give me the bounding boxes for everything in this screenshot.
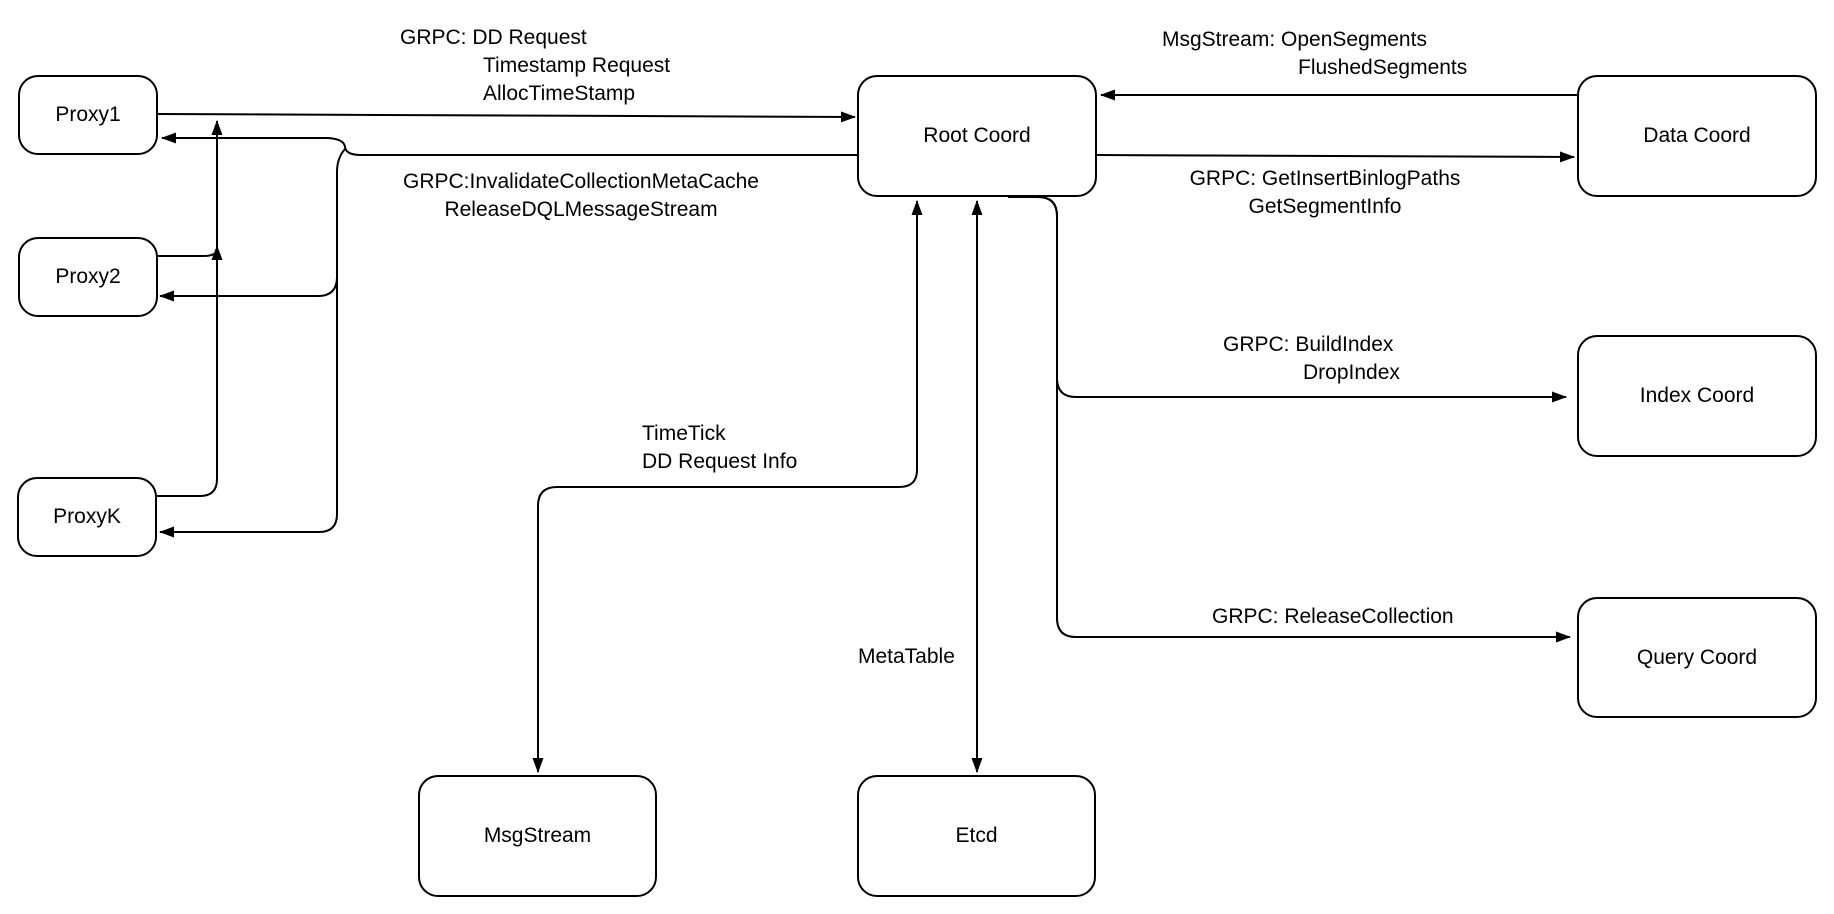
edge-label-metatable: MetaTable [858,643,955,671]
edge-label-line: FlushedSegments [1298,56,1468,79]
node-proxyk: ProxyK [17,477,157,557]
edge-label-line: ReleaseDQLMessageStream [444,198,718,221]
edge-label-grpc-build-index: GRPC: BuildIndex DropIndex [1223,331,1400,387]
node-msgstream-label: MsgStream [483,824,592,847]
edge-label-line: MsgStream: OpenSegments [1162,28,1427,51]
node-data-coord: Data Coord [1577,75,1817,197]
edge-root-coord-to-proxy2 [159,276,338,302]
edge-label-line: DropIndex [1303,361,1400,384]
edge-label-line: Timestamp Request [483,54,671,77]
edge-label-timetick: TimeTick DD Request Info [642,420,797,476]
node-proxy2-label: Proxy2 [55,265,121,288]
edge-root-coord-to-data-coord [1096,151,1575,163]
edge-proxy2-merge [157,245,223,260]
edge-label-line: GRPC: DD Request [400,26,587,49]
edge-root-coord-msgstream [532,200,923,773]
node-root-coord: Root Coord [857,75,1097,197]
edge-label-line: AllocTimeStamp [483,82,636,105]
edge-label-grpc-release-collection: GRPC: ReleaseCollection [1212,603,1454,631]
edge-proxyk-merge-trunk [157,120,223,497]
edge-label-msgstream-open-segments: MsgStream: OpenSegments FlushedSegments [1162,26,1467,82]
node-data-coord-label: Data Coord [1643,124,1751,147]
edge-root-coord-to-proxyk [159,148,346,538]
edge-label-line: DD Request Info [642,450,798,473]
node-index-coord: Index Coord [1577,335,1817,457]
edge-proxy1-to-root-coord [156,111,856,123]
edge-label-line: GRPC: BuildIndex [1223,333,1394,356]
node-etcd-label: Etcd [955,824,998,847]
node-etcd: Etcd [857,775,1096,897]
edge-label-line: MetaTable [858,645,955,668]
edge-label-grpc-get-insert-binlog-paths: GRPC: GetInsertBinlogPaths GetSegmentInf… [1170,165,1480,221]
node-query-coord: Query Coord [1577,597,1817,718]
node-msgstream: MsgStream [418,775,657,897]
node-proxy1: Proxy1 [18,75,158,155]
node-root-coord-label: Root Coord [923,124,1031,147]
node-proxy2: Proxy2 [18,237,158,317]
edge-label-line: GRPC:InvalidateCollectionMetaCache [402,170,759,193]
edge-label-grpc-invalidate-collection-meta-cache: GRPC:InvalidateCollectionMetaCache Relea… [378,168,784,224]
node-proxyk-label: ProxyK [53,505,121,528]
node-index-coord-label: Index Coord [1639,384,1755,407]
edge-label-line: GRPC: ReleaseCollection [1212,605,1454,628]
edge-label-line: TimeTick [642,422,726,445]
node-proxy1-label: Proxy1 [55,103,121,126]
edge-root-coord-to-proxy1 [161,132,857,156]
edge-root-coord-to-query-coord [1008,196,1571,643]
edge-label-line: GRPC: GetInsertBinlogPaths [1189,167,1461,190]
edge-label-line: GetSegmentInfo [1248,195,1402,218]
node-query-coord-label: Query Coord [1636,645,1758,669]
edge-label-grpc-dd-request: GRPC: DD Request Timestamp Request Alloc… [400,24,670,108]
